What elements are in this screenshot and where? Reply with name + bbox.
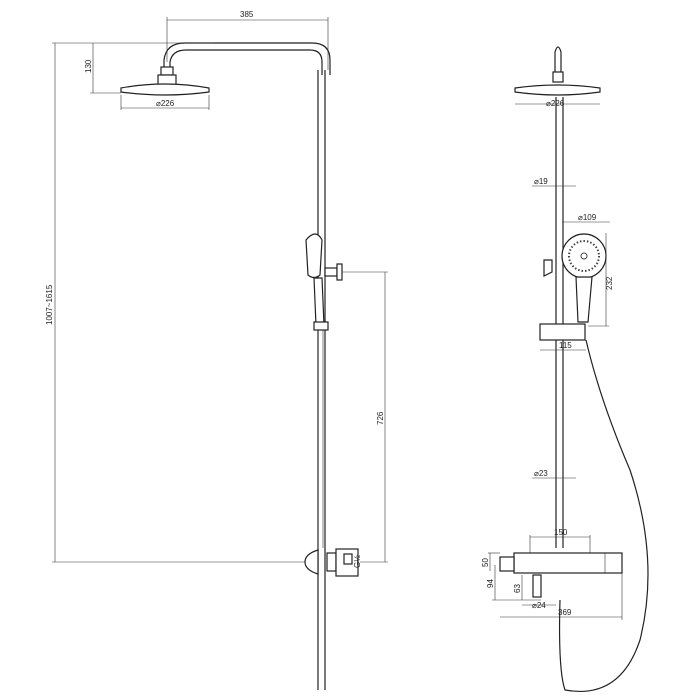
holder-arm [324, 267, 338, 277]
hand-shower-head [305, 233, 323, 279]
side-rain-shower-head [514, 84, 601, 96]
dim-upper-pipe: ⌀19 [534, 177, 548, 186]
rain-shower-head [120, 83, 210, 96]
dim-body-width: 369 [558, 608, 572, 617]
front-view: 385 130 ⌀226 1007~1615 726 G½ [45, 10, 388, 690]
spout [532, 574, 542, 598]
side-view: ⌀226 ⌀19 ⌀109 232 115 ⌀23 150 50 [481, 46, 649, 692]
dim-total-height: 1007~1615 [45, 284, 54, 325]
holder-clip [336, 263, 343, 281]
shower-arm-outer [163, 42, 331, 75]
dim-holder-to-valve: 726 [376, 411, 385, 425]
dim-head-diameter: ⌀226 [156, 99, 175, 108]
side-hand-shower-handle [575, 276, 593, 323]
dim-hand-shower-diameter: ⌀109 [578, 213, 597, 222]
dim-lower-pipe: ⌀23 [534, 469, 548, 478]
mixer-handle-left [499, 556, 515, 572]
dim-thread: G½ [353, 555, 362, 568]
valve-knob [343, 553, 353, 565]
dim-outlet-depth: 94 [486, 579, 495, 588]
slider-bracket [313, 321, 329, 331]
dim-head-height: 130 [84, 59, 93, 73]
spray-nozzles [568, 240, 600, 272]
center-nozzle [580, 252, 588, 260]
dim-slider-offset: 115 [559, 341, 572, 350]
arm-nut [160, 66, 174, 76]
connector-nut [326, 552, 337, 572]
dim-spout-diameter: ⌀24 [532, 601, 546, 610]
side-head-joint [552, 71, 564, 83]
dim-spout-height: 63 [513, 584, 522, 593]
shower-arm-inner [169, 49, 323, 75]
dim-hand-shower-length: 232 [605, 276, 614, 290]
side-arm-bend [554, 46, 562, 76]
hand-shower-handle [313, 277, 325, 326]
wall-flange [304, 549, 319, 575]
thermostatic-mixer-body [513, 552, 623, 574]
dim-side-head-diameter: ⌀226 [546, 99, 565, 108]
dim-inlet-spacing: 150 [554, 528, 568, 537]
shower-hose [558, 339, 649, 692]
dim-body-height: 50 [481, 558, 490, 567]
dim-arm-reach: 385 [240, 10, 254, 19]
side-slider [539, 323, 586, 341]
side-holder [543, 259, 553, 277]
